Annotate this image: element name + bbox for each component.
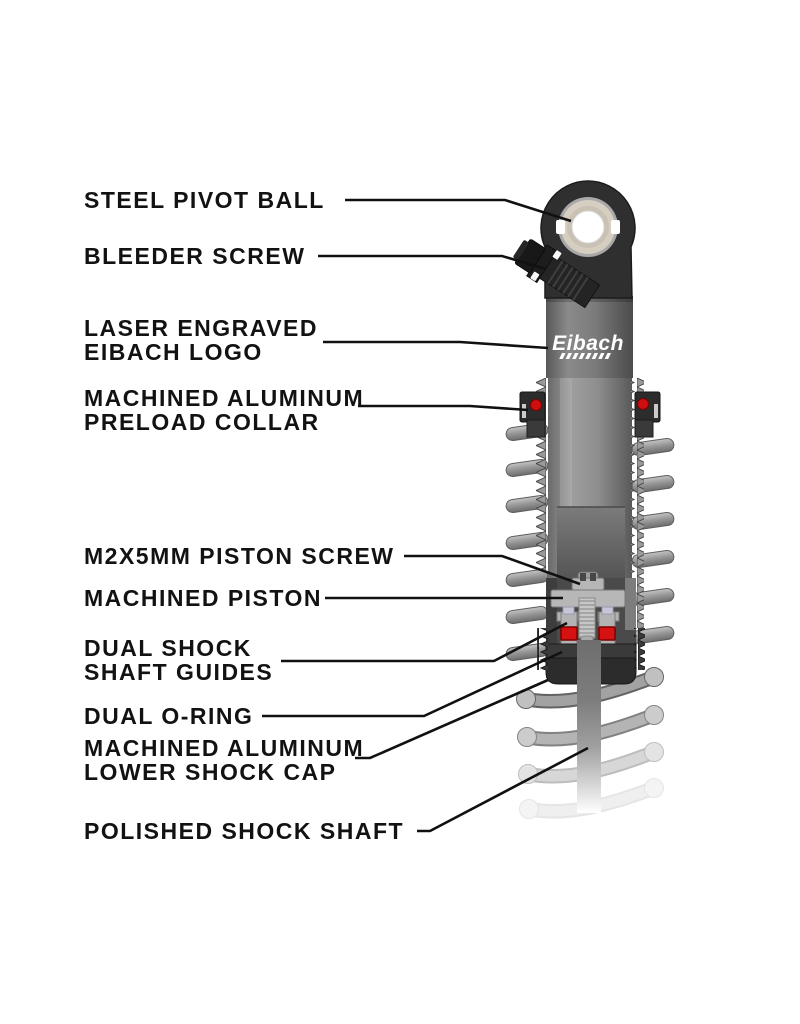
leader-o-ring xyxy=(262,650,563,718)
label-machined-piston: MACHINED PISTON xyxy=(84,585,322,611)
label-preload-collar-line2: PRELOAD COLLAR xyxy=(84,409,320,435)
preload-collar xyxy=(519,391,661,438)
preload-set-screw-right xyxy=(637,398,649,410)
leader-steel-pivot-ball xyxy=(345,198,572,223)
leader-bleeder-screw xyxy=(318,254,547,271)
label-shaft-guides-line2: SHAFT GUIDES xyxy=(84,659,273,685)
pivot-slot-left xyxy=(556,220,565,234)
label-shaft-guides-line1: DUAL SHOCK xyxy=(84,635,252,661)
cap-threads-right xyxy=(634,628,645,670)
eibach-logo-text: Eibach xyxy=(552,332,624,355)
label-piston-screw: M2X5MM PISTON SCREW xyxy=(84,543,395,569)
cap-threads-left xyxy=(537,628,548,670)
preload-set-screw-left xyxy=(530,399,542,411)
callout-labels: STEEL PIVOT BALL BLEEDER SCREW LASER ENG… xyxy=(84,187,404,844)
label-preload-collar-line1: MACHINED ALUMINUM xyxy=(84,385,364,411)
leader-lines xyxy=(262,198,589,833)
leader-eibach-logo xyxy=(323,340,549,350)
body-threads-right xyxy=(631,378,644,628)
label-steel-pivot-ball: STEEL PIVOT BALL xyxy=(84,187,325,213)
pivot-slot-right xyxy=(611,220,620,234)
label-o-ring: DUAL O-RING xyxy=(84,703,253,729)
leader-preload-collar xyxy=(358,404,529,412)
label-laser-engraved-line2: EIBACH LOGO xyxy=(84,339,263,365)
leader-lower-shock-cap xyxy=(355,678,549,760)
leader-shaft-guides xyxy=(281,621,568,663)
leader-piston-screw xyxy=(404,554,581,586)
steel-pivot-ball xyxy=(556,197,620,257)
piston-screw xyxy=(571,571,605,591)
eibach-logo: Eibach xyxy=(552,332,624,359)
bleeder-screw-part xyxy=(513,239,601,309)
label-lower-shock-cap-line2: LOWER SHOCK CAP xyxy=(84,759,337,785)
leader-shock-shaft xyxy=(417,746,589,833)
inner-chamber xyxy=(557,507,625,580)
polished-shock-shaft-part xyxy=(577,640,601,813)
label-laser-engraved-line1: LASER ENGRAVED xyxy=(84,315,318,341)
threaded-rod xyxy=(578,597,596,645)
shock-body-upper: Eibach xyxy=(546,296,633,378)
label-lower-shock-cap-line1: MACHINED ALUMINUM xyxy=(84,735,364,761)
label-polished-shock-shaft: POLISHED SHOCK SHAFT xyxy=(84,818,404,844)
label-bleeder-screw: BLEEDER SCREW xyxy=(84,243,305,269)
eibach-logo-stripes xyxy=(559,353,611,359)
